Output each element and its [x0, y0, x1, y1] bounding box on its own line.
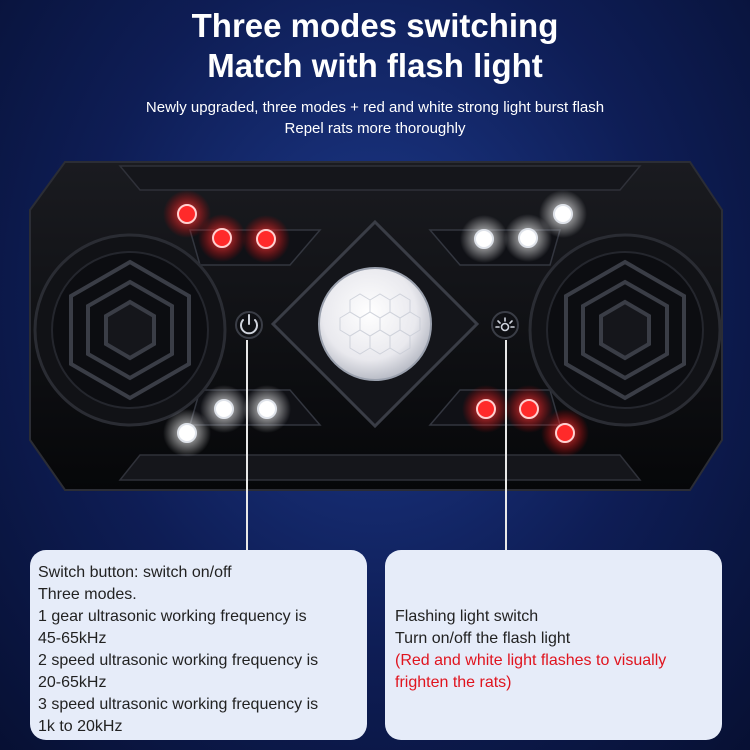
- callout-line: Flashing light switch: [395, 608, 539, 625]
- left-speaker: [33, 233, 227, 427]
- white-led: [177, 423, 197, 443]
- callout-line: 45-65kHz: [38, 630, 107, 647]
- red-led: [256, 229, 276, 249]
- bottom-rail: [118, 454, 642, 481]
- power-button[interactable]: [235, 311, 263, 339]
- subtitle-line-1: Newly upgraded, three modes + red and wh…: [145, 99, 605, 116]
- led-group: [163, 190, 589, 457]
- white-led: [257, 399, 277, 419]
- white-led: [474, 229, 494, 249]
- red-led: [212, 228, 232, 248]
- right-leader-line: [505, 340, 507, 550]
- red-led: [555, 423, 575, 443]
- power-icon: [240, 314, 258, 335]
- white-led: [214, 399, 234, 419]
- repeller-device: [29, 161, 723, 491]
- top-rail: [118, 165, 642, 191]
- flash-switch-callout: Flashing light switch Turn on/off the fl…: [385, 550, 722, 740]
- callout-line: 3 speed ultrasonic working frequency is: [38, 696, 319, 713]
- callout-line: 20-65kHz: [38, 674, 107, 691]
- callout-line: 1k to 20kHz: [38, 718, 123, 735]
- callout-line: Switch button: switch on/off: [38, 564, 232, 581]
- pir-sensor: [270, 219, 480, 429]
- red-led: [519, 399, 539, 419]
- headline-line-1: Three modes switching: [191, 7, 559, 44]
- left-leader-line: [246, 340, 248, 550]
- callout-note: (Red and white light flashes to visually…: [395, 652, 667, 691]
- callout-line: Three modes.: [38, 586, 137, 603]
- white-led: [518, 228, 538, 248]
- flash-light-icon: [495, 317, 515, 332]
- switch-button-callout: Switch button: switch on/off Three modes…: [30, 550, 367, 740]
- subtitle-line-2: Repel rats more thoroughly: [284, 120, 466, 137]
- callout-line: 2 speed ultrasonic working frequency is: [38, 652, 319, 669]
- callout-line: Turn on/off the flash light: [395, 630, 571, 647]
- flash-light-button[interactable]: [491, 311, 519, 339]
- headline-line-2: Match with flash light: [207, 47, 543, 84]
- red-led: [476, 399, 496, 419]
- right-speaker: [528, 233, 722, 427]
- red-led: [177, 204, 197, 224]
- callout-line: 1 gear ultrasonic working frequency is: [38, 608, 307, 625]
- white-led: [553, 204, 573, 224]
